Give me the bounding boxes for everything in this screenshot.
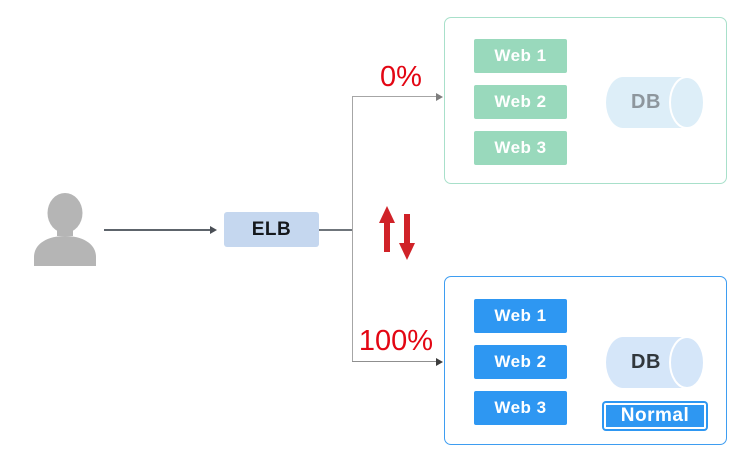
elb-label: ELB	[251, 218, 292, 240]
web-node-label: Web 3	[494, 398, 547, 417]
web-node: Web 3	[474, 131, 567, 165]
web-node-label: Web 1	[494, 46, 547, 65]
web-node: Web 1	[474, 299, 567, 333]
database-node: DB	[605, 76, 705, 129]
traffic-percent-top-label: 0%	[380, 61, 422, 93]
arrowhead-icon	[436, 93, 443, 101]
web-node: Web 3	[474, 391, 567, 425]
db-label: DB	[631, 351, 661, 373]
traffic-percent-bottom-label: 100%	[358, 325, 434, 357]
elb-to-junction-line	[319, 229, 353, 231]
status-badge-normal: Normal	[602, 401, 708, 431]
swap-arrows-icon	[379, 206, 415, 260]
status-badge-label: Normal	[620, 405, 690, 426]
elb-node: ELB	[224, 212, 319, 247]
server-group-standby: Web 1 Web 2 Web 3 DB	[444, 17, 727, 184]
db-label: DB	[631, 91, 661, 113]
web-node: Web 1	[474, 39, 567, 73]
down-arrow-icon	[399, 214, 415, 260]
arrowhead-icon	[210, 226, 217, 234]
web-node-label: Web 1	[494, 306, 547, 325]
web-node: Web 2	[474, 345, 567, 379]
db-cylinder-icon	[606, 336, 705, 389]
web-node: Web 2	[474, 85, 567, 119]
web-node-label: Web 2	[494, 92, 547, 111]
server-group-active: Web 1 Web 2 Web 3 DB Normal	[444, 276, 727, 445]
arrowhead-icon	[436, 358, 443, 366]
database-node: DB	[605, 336, 705, 389]
web-node-label: Web 2	[494, 352, 547, 371]
user-icon	[34, 193, 96, 266]
web-node-label: Web 3	[494, 138, 547, 157]
up-arrow-icon	[379, 206, 395, 252]
db-cylinder-icon	[606, 76, 705, 129]
branch-vertical-line	[352, 97, 353, 362]
